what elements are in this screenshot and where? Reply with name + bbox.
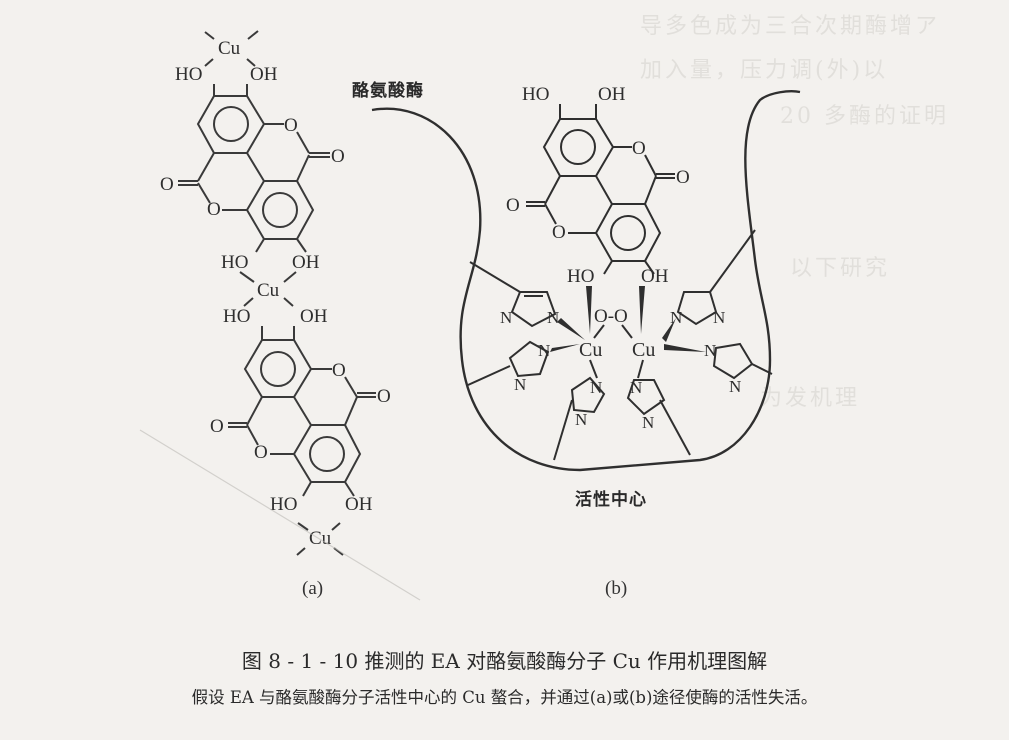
svg-text:HO: HO [223, 306, 250, 327]
svg-text:OH: OH [345, 494, 373, 515]
svg-text:O: O [331, 146, 345, 167]
svg-text:N: N [547, 308, 559, 327]
svg-text:N: N [729, 377, 741, 396]
svg-text:O: O [210, 416, 224, 437]
svg-text:OH: OH [292, 252, 320, 273]
svg-text:HO: HO [522, 84, 549, 105]
svg-text:N: N [538, 341, 550, 360]
ellagic-acid-in-pocket: HO OH O O O O [506, 84, 690, 275]
svg-text:N: N [704, 341, 716, 360]
bleed-through-text: 20 多酶的证明 [780, 104, 949, 129]
svg-text:O: O [377, 386, 391, 407]
svg-text:N: N [713, 308, 725, 327]
active-site-label: 活性中心 [575, 490, 647, 510]
svg-text:N: N [590, 378, 602, 397]
svg-text:O: O [160, 174, 174, 195]
peroxo-label: O-O [594, 306, 628, 327]
svg-text:HO: HO [175, 64, 202, 85]
svg-text:O: O [632, 138, 646, 159]
histidine-ligand-lower-left: N N [553, 359, 606, 461]
panel-a-label: (a) [302, 578, 324, 599]
cu-atom-label: Cu [257, 280, 280, 301]
svg-text:N: N [642, 413, 654, 432]
svg-text:OH: OH [598, 84, 626, 105]
panel-b-label: (b) [605, 578, 628, 599]
svg-text:N: N [575, 410, 587, 429]
svg-text:O: O [506, 195, 520, 216]
svg-text:OH: OH [300, 306, 328, 327]
enzyme-label: 酪氨酸酶 [352, 81, 424, 101]
svg-text:HO: HO [567, 266, 594, 287]
svg-text:OH: OH [250, 64, 278, 85]
svg-text:O: O [676, 167, 690, 188]
histidine-ligand-lower-right: N N [626, 359, 691, 456]
bleed-through-text: 加入量，压力调(外)以 [640, 58, 889, 83]
svg-text:O: O [284, 115, 298, 136]
bleed-through-text: 导多色成为三合次期酶增ア [640, 14, 941, 39]
svg-text:HO: HO [221, 252, 248, 273]
cu-center-right: Cu [632, 339, 655, 361]
bleed-through-text: 以下研究 [790, 256, 891, 281]
svg-text:N: N [500, 308, 512, 327]
ellagic-acid-molecule-2: O O O O [210, 326, 391, 497]
svg-text:O: O [552, 222, 566, 243]
cu-atom-label: Cu [309, 528, 332, 549]
svg-text:N: N [630, 378, 642, 397]
cu-center-left: Cu [579, 339, 602, 361]
enzyme-outline [371, 90, 801, 472]
svg-text:O: O [207, 199, 221, 220]
figure-caption-note: 假设 EA 与酪氨酸酶分子活性中心的 Cu 螯合，并通过(a)或(b)途径使酶的… [191, 688, 818, 707]
svg-text:N: N [514, 375, 526, 394]
histidine-ligand-mid-left: N N [467, 340, 580, 394]
bleed-through-text: 为发机理 [760, 386, 861, 411]
figure-caption-title: 图 8 - 1 - 10 推测的 EA 对酪氨酸酶分子 Cu 作用机理图解 [241, 649, 768, 673]
histidine-ligand-upper-left: N N [469, 261, 585, 340]
svg-text:O: O [254, 442, 268, 463]
cu-atom-label: Cu [218, 38, 241, 59]
ellagic-acid-molecule-1: O O O O [160, 84, 345, 253]
histidine-ligand-mid-right: N N [664, 341, 773, 396]
histidine-ligand-upper-right: N N [662, 229, 756, 342]
svg-text:HO: HO [270, 494, 297, 515]
svg-text:O: O [332, 360, 346, 381]
svg-text:OH: OH [641, 266, 669, 287]
